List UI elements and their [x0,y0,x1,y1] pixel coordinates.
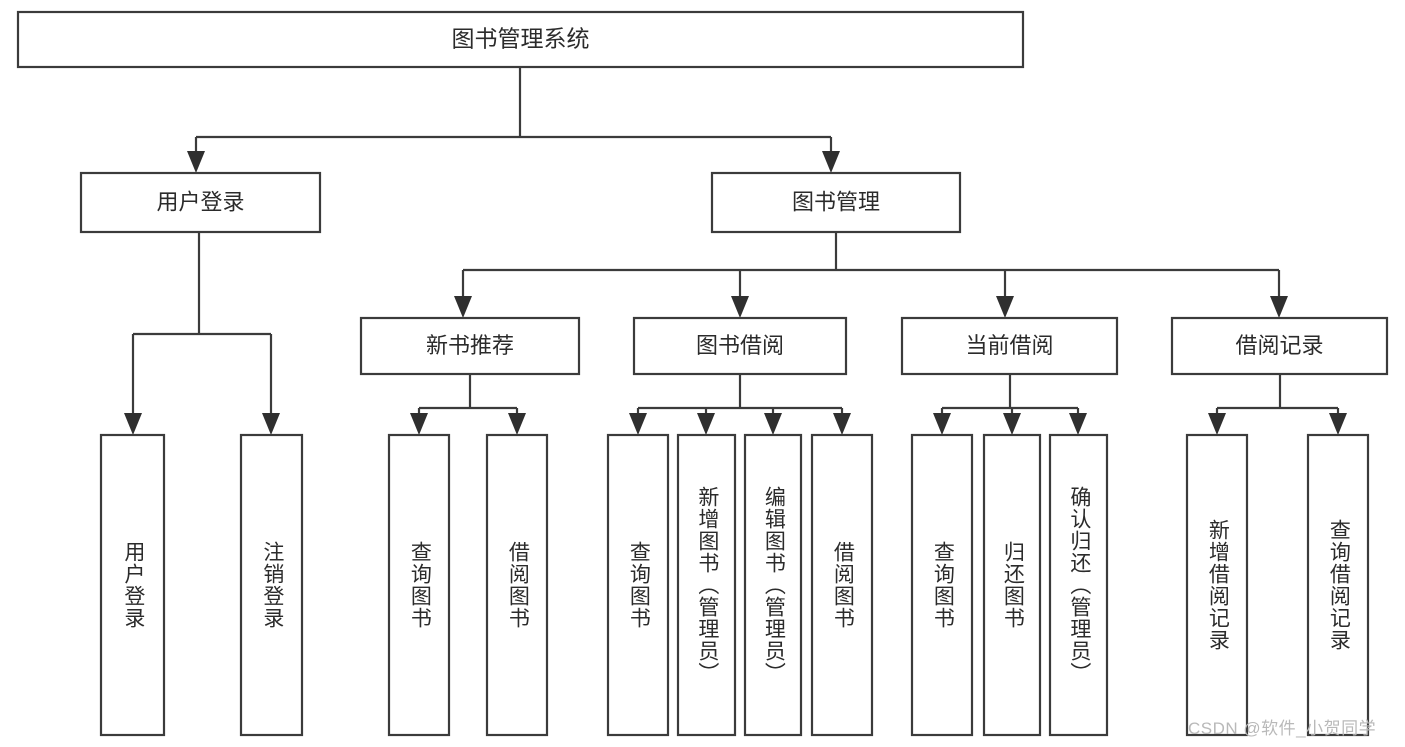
leaf-leaf-borrow-book-1[interactable] [485,433,549,737]
leaf-leaf-query-book-2[interactable] [606,433,670,737]
node-box-outline [1170,316,1389,376]
node-box-outline [900,316,1119,376]
connector-arrowhead [1208,413,1226,435]
connector-arrowhead [1003,413,1021,435]
connector-arrowhead [697,413,715,435]
leaf-leaf-add-book[interactable] [676,433,737,737]
node-box-outline [1185,433,1249,737]
node-label-book-manage: 图书管理 [792,189,880,214]
node-label-root: 图书管理系统 [452,26,590,52]
leaf-leaf-user-logout[interactable] [239,433,304,737]
node-label-user-login: 用户登录 [156,189,244,214]
node-box-outline [676,433,737,737]
connector-arrowhead [933,413,951,435]
node-box-outline [1306,433,1370,737]
leaf-leaf-add-record[interactable] [1185,433,1249,737]
leaf-leaf-query-book-1[interactable] [387,433,451,737]
node-current-borrow[interactable] [900,316,1119,376]
node-root[interactable] [16,10,1025,69]
node-box-outline [710,171,962,234]
node-box-outline [632,316,848,376]
node-box-outline [982,433,1042,737]
node-box-outline [239,433,304,737]
connector-arrowhead [1069,413,1087,435]
leaf-leaf-user-login[interactable] [99,433,166,737]
node-label-new-book-recommend: 新书推荐 [426,333,514,358]
leaf-leaf-borrow-book-2[interactable] [810,433,874,737]
node-book-manage[interactable] [710,171,962,234]
node-box-outline [485,433,549,737]
connector-arrowhead [822,151,840,173]
leaf-leaf-confirm-return[interactable] [1048,433,1109,737]
node-box-outline [810,433,874,737]
connector-arrowhead [1329,413,1347,435]
node-box-outline [359,316,581,376]
connector-arrowhead [454,296,472,318]
connector-arrowhead [124,413,142,435]
connector-arrowhead [764,413,782,435]
csdn-watermark: CSDN @软件_小贺同学 [1188,719,1377,738]
node-box-outline [387,433,451,737]
node-box-outline [16,10,1025,69]
node-new-book-recommend[interactable] [359,316,581,376]
node-box-outline [99,433,166,737]
node-label-borrow-record: 借阅记录 [1235,333,1323,358]
node-box-outline [910,433,974,737]
leaf-leaf-query-record[interactable] [1306,433,1370,737]
connector-arrowhead [262,413,280,435]
connector-arrowhead [996,296,1014,318]
connector-arrowhead [410,413,428,435]
leaf-leaf-edit-book[interactable] [743,433,803,737]
connector-arrowhead [187,151,205,173]
node-label-current-borrow: 当前借阅 [965,333,1053,358]
node-box-outline [1048,433,1109,737]
connector-arrowhead [508,413,526,435]
connector-arrowhead [629,413,647,435]
node-box-outline [743,433,803,737]
node-label-book-borrow: 图书借阅 [696,333,784,358]
node-box-outline [606,433,670,737]
connector-arrowhead [833,413,851,435]
node-box-outline [79,171,322,234]
node-user-login[interactable] [79,171,322,234]
connector-arrowhead [1270,296,1288,318]
connector-arrowhead [731,296,749,318]
node-book-borrow[interactable] [632,316,848,376]
leaf-leaf-query-book-3[interactable] [910,433,974,737]
node-borrow-record[interactable] [1170,316,1389,376]
leaf-leaf-return-book[interactable] [982,433,1042,737]
